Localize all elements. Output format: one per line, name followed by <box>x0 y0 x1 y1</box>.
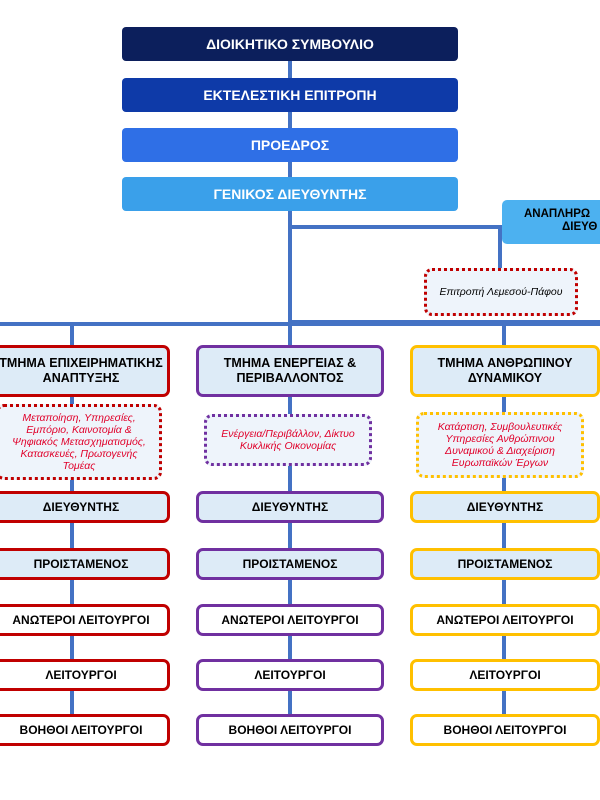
dept3-senior-officers: ΑΝΩΤΕΡΟΙ ΛΕΙΤΟΥΡΓΟΙ <box>410 604 600 636</box>
dept2-supervisor: ΠΡΟΙΣΤΑΜΕΝΟΣ <box>196 548 384 580</box>
connector-departments-horizontal <box>0 322 600 326</box>
deputy-director-line1: ΑΝΑΠΛΗΡΩ <box>524 208 591 220</box>
connector-dept1-vertical <box>70 322 74 724</box>
department-energy-environment: ΤΜΗΜΑ ΕΝΕΡΓΕΙΑΣ & ΠΕΡΙΒΑΛΛΟΝΤΟΣ <box>196 345 384 397</box>
board-box: ΔΙΟΙΚΗΤΙΚΟ ΣΥΜΒΟΥΛΙΟ <box>122 27 458 61</box>
department-energy-description: Ενέργεια/Περιβάλλον, Δίκτυο Κυκλικής Οικ… <box>204 414 372 466</box>
dept2-assistant-officers: ΒΟΗΘΟΙ ΛΕΙΤΟΥΡΓΟΙ <box>196 714 384 746</box>
deputy-director-box: ΑΝΑΠΛΗΡΩ ΔΙΕΥΘ <box>502 200 600 244</box>
connector-deputy-horizontal <box>290 225 502 229</box>
dept3-officers: ΛΕΙΤΟΥΡΓΟΙ <box>410 659 600 691</box>
committee-box: Επιτροπή Λεμεσού-Πάφου <box>424 268 578 316</box>
general-director-box: ΓΕΝΙΚΟΣ ΔΙΕΥΘΥΝΤΗΣ <box>122 177 458 211</box>
department-human-resources: ΤΜΗΜΑ ΑΝΘΡΩΠΙΝΟΥ ΔΥΝΑΜΙΚΟΥ <box>410 345 600 397</box>
dept2-director: ΔΙΕΥΘΥΝΤΗΣ <box>196 491 384 523</box>
connector-dept2-vertical <box>288 322 292 724</box>
dept1-officers: ΛΕΙΤΟΥΡΓΟΙ <box>0 659 170 691</box>
dept3-assistant-officers: ΒΟΗΘΟΙ ΛΕΙΤΟΥΡΓΟΙ <box>410 714 600 746</box>
president-box: ΠΡΟΕΔΡΟΣ <box>122 128 458 162</box>
connector-dept3-vertical <box>502 322 506 724</box>
dept2-senior-officers: ΑΝΩΤΕΡΟΙ ΛΕΙΤΟΥΡΓΟΙ <box>196 604 384 636</box>
connector-committee-vertical <box>498 229 502 269</box>
department-business-description: Μεταποίηση, Υπηρεσίες, Εμπόριο, Καινοτομ… <box>0 404 162 480</box>
dept3-director: ΔΙΕΥΘΥΝΤΗΣ <box>410 491 600 523</box>
dept2-officers: ΛΕΙΤΟΥΡΓΟΙ <box>196 659 384 691</box>
dept1-senior-officers: ΑΝΩΤΕΡΟΙ ΛΕΙΤΟΥΡΓΟΙ <box>0 604 170 636</box>
dept1-director: ΔΙΕΥΘΥΝΤΗΣ <box>0 491 170 523</box>
department-business-development: ΤΜΗΜΑ ΕΠΙΧΕΙΡΗΜΑΤΙΚΗΣ ΑΝΑΠΤΥΞΗΣ <box>0 345 170 397</box>
dept1-assistant-officers: ΒΟΗΘΟΙ ΛΕΙΤΟΥΡΓΟΙ <box>0 714 170 746</box>
dept3-supervisor: ΠΡΟΙΣΤΑΜΕΝΟΣ <box>410 548 600 580</box>
department-hr-description: Κατάρτιση, Συμβουλευτικές Υπηρεσίες Ανθρ… <box>416 412 584 478</box>
dept1-supervisor: ΠΡΟΙΣΤΑΜΕΝΟΣ <box>0 548 170 580</box>
deputy-director-line2: ΔΙΕΥΘ <box>562 221 598 233</box>
executive-committee-box: ΕΚΤΕΛΕΣΤΙΚΗ ΕΠΙΤΡΟΠΗ <box>122 78 458 112</box>
